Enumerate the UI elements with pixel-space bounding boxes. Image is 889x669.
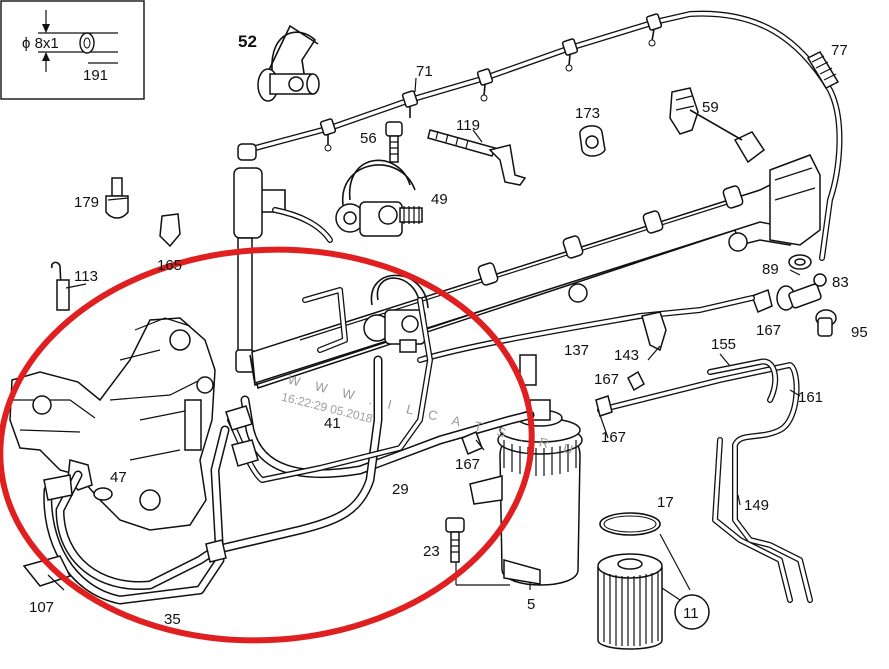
callout-119: 119	[456, 117, 480, 134]
injector	[233, 167, 333, 373]
callout-143: 143	[614, 347, 639, 364]
callout-167-b: 167	[594, 371, 619, 388]
callout-191: 191	[83, 67, 108, 84]
high-pressure-pump-47	[9, 317, 216, 531]
callout-49: 49	[431, 191, 448, 208]
clip-59	[669, 87, 699, 135]
top-right-connector	[689, 109, 766, 164]
fuel-lines	[22, 287, 535, 605]
callout-41: 41	[324, 415, 341, 432]
leak-off-lines	[417, 295, 813, 603]
bracket-119	[427, 129, 527, 186]
fuel-filter-housing-5	[469, 354, 583, 586]
callout-161: 161	[798, 389, 823, 406]
callout-95: 95	[851, 324, 868, 341]
banjo-83	[776, 273, 827, 311]
callout-47: 47	[110, 469, 127, 486]
callout-59: 59	[702, 99, 719, 116]
callout-35: 35	[164, 611, 181, 628]
callout-5: 5	[527, 596, 535, 613]
clip-113	[50, 261, 70, 311]
callout-107: 107	[29, 599, 54, 616]
callout-52: 52	[238, 32, 257, 51]
callout-173: 173	[575, 105, 600, 122]
callout-11: 11	[683, 605, 699, 622]
highlight-ellipse	[0, 246, 535, 644]
callout-155: 155	[711, 336, 736, 353]
callout-29: 29	[392, 481, 409, 498]
bolt-23	[445, 517, 510, 586]
callout-17: 17	[657, 494, 674, 511]
pressure-valve-49	[335, 159, 423, 237]
callout-71: 71	[416, 63, 433, 80]
clip-165	[159, 213, 181, 248]
callout-179: 179	[74, 194, 99, 211]
callout-113: 113	[74, 268, 98, 285]
callout-23: 23	[423, 543, 440, 560]
callout-137: 137	[564, 342, 589, 359]
leader-lines	[47, 77, 801, 591]
callout-167-c: 167	[601, 429, 626, 446]
callout-167-a: 167	[756, 322, 781, 339]
callout-167-d: 167	[455, 456, 480, 473]
callout-165: 165	[157, 257, 182, 274]
cap-167-right	[751, 289, 773, 313]
callout-89: 89	[762, 261, 779, 278]
callout-labels: 52 71 77 56 119 173 59 179 49 113 165 89…	[29, 32, 868, 628]
washer-89	[788, 254, 812, 270]
washer-dimension-label: ϕ 8x1	[22, 35, 59, 52]
clip-173	[579, 125, 606, 157]
callout-56: 56	[360, 130, 377, 147]
washer-inset: ϕ 8x1 191	[0, 0, 145, 100]
bolt-95	[815, 309, 837, 337]
filter-element-11	[597, 512, 710, 650]
callout-83: 83	[832, 274, 849, 291]
pressure-valve-on-rail	[363, 274, 429, 353]
bolt-56	[385, 121, 403, 163]
spring-77	[806, 51, 840, 89]
callout-77: 77	[831, 42, 848, 59]
fitting-179	[105, 177, 129, 219]
clip-52	[257, 24, 320, 102]
callout-149: 149	[744, 497, 769, 514]
fuel-rail	[249, 154, 821, 389]
